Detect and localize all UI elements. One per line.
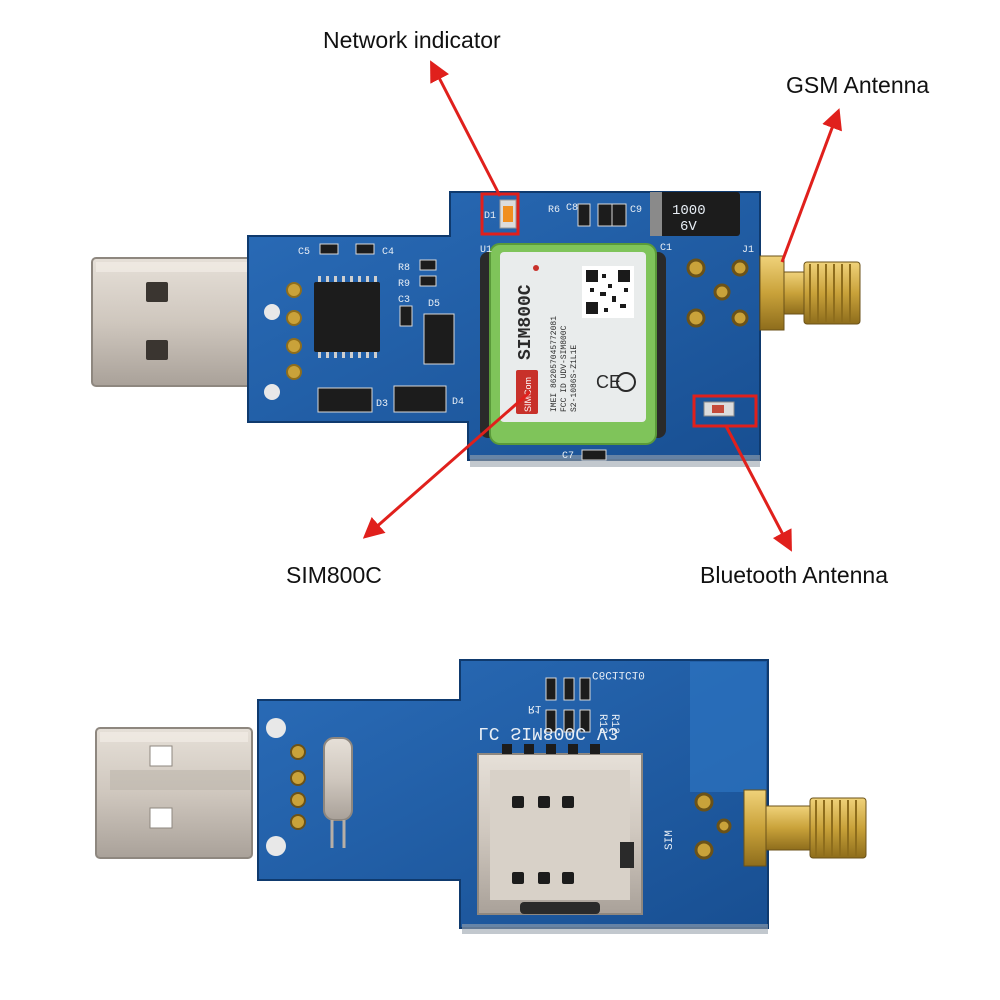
- silk-c4: C4: [382, 247, 394, 258]
- qr-code: [582, 266, 634, 318]
- silk-d3: D3: [376, 399, 388, 410]
- silk-d4: D4: [452, 397, 464, 408]
- silk-sim: SIM: [664, 830, 676, 850]
- silk-r13: R13: [596, 714, 608, 734]
- silk-r9: R9: [398, 279, 410, 290]
- module-part: S2-1086S-Z1L1E: [570, 345, 579, 412]
- capacitor-rating-2: 6V: [680, 219, 697, 235]
- silk-c7: C7: [562, 451, 574, 462]
- sim800c-label: SIM800C: [286, 562, 382, 588]
- network-indicator-label: Network indicator: [323, 27, 501, 53]
- gsm-sma-connector-bottom: [743, 789, 867, 867]
- usb-plug-bottom: [95, 727, 253, 859]
- bulk-capacitor: 1000 6V: [650, 192, 740, 236]
- arrow-gsm: [780, 108, 842, 263]
- board-title: LC SIM800C V3: [478, 722, 618, 742]
- sim-card-holder: [477, 744, 643, 915]
- capacitor-rating-1: 1000: [672, 203, 706, 219]
- silk-c8: C8: [566, 203, 578, 214]
- silk-c1: C1: [660, 243, 672, 254]
- silk-j1: J1: [742, 245, 754, 256]
- silk-c6c11c10: C6C11C10: [592, 668, 645, 680]
- bluetooth-antenna-label: Bluetooth Antenna: [700, 562, 888, 588]
- bottom-board: LC SIM800C V3 SIM C6C11C10 R1 R13 R12: [95, 659, 867, 934]
- bluetooth-antenna-highlight: [692, 394, 758, 428]
- silk-r1: R1: [528, 702, 542, 714]
- gsm-sma-connector: [759, 255, 861, 331]
- top-board: 1000 6V: [91, 191, 861, 467]
- usb-serial-chip: [314, 276, 380, 358]
- arrow-sim800c: [362, 390, 531, 539]
- sim800c-module: SIM800C IMEI 862057045772081 FCC ID UDV-…: [480, 243, 666, 445]
- module-fcc: FCC ID UDV-SIM800C: [560, 325, 569, 412]
- silk-r8: R8: [398, 263, 410, 274]
- silk-d5: D5: [428, 299, 440, 310]
- gsm-antenna-label: GSM Antenna: [786, 72, 930, 98]
- svg-text:CE: CE: [596, 372, 621, 392]
- silk-u1: U1: [480, 245, 492, 256]
- silk-c5: C5: [298, 247, 310, 258]
- silk-r12: R12: [608, 714, 620, 734]
- crystal: [323, 737, 353, 848]
- silk-r6: R6: [548, 205, 560, 216]
- silk-c3: C3: [398, 295, 410, 306]
- module-model: SIM800C: [516, 284, 536, 360]
- silk-c9: C9: [630, 205, 642, 216]
- arrow-network: [430, 60, 502, 197]
- module-imei: IMEI 862057045772081: [550, 316, 559, 412]
- callout-arrows: [362, 60, 842, 552]
- silk-d1: D1: [484, 211, 496, 222]
- arrow-bluetooth: [724, 425, 792, 552]
